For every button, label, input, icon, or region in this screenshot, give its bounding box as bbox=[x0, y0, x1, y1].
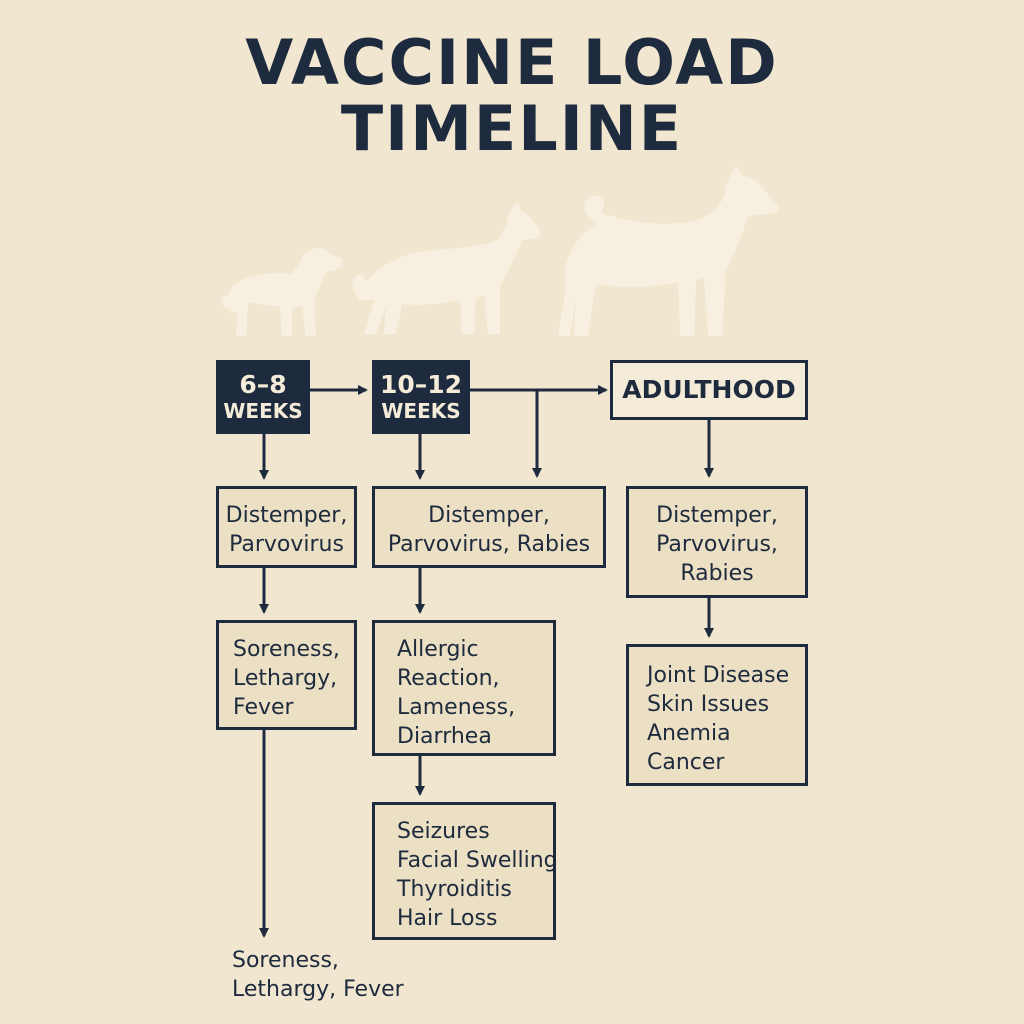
dog-silhouettes bbox=[221, 166, 779, 336]
effect-line: Skin Issues bbox=[647, 692, 770, 717]
effect-line: Anemia bbox=[647, 721, 731, 746]
page-title-line-2: TIMELINE bbox=[340, 92, 684, 165]
effects-box-stage2: Allergic Reaction, Lameness, Diarrhea bbox=[372, 620, 556, 756]
vaccine-line: Rabies bbox=[680, 561, 754, 586]
puppy-silhouette-icon bbox=[221, 247, 343, 336]
adult-dog-silhouette-icon bbox=[558, 166, 779, 336]
later-effect-line: Thyroiditis bbox=[397, 877, 512, 902]
stage-10-12-weeks: 10–12 WEEKS bbox=[372, 360, 470, 434]
effect-line: Allergic bbox=[397, 637, 479, 662]
vaccine-line: Distemper, bbox=[225, 503, 348, 528]
young-dog-silhouette-icon bbox=[352, 202, 541, 334]
stage-label-line2: WEEKS bbox=[381, 398, 461, 423]
later-effect-line: Hair Loss bbox=[397, 906, 498, 931]
effects-box-stage3: Joint Disease Skin Issues Anemia Cancer bbox=[626, 644, 808, 786]
stage-label-line2: WEEKS bbox=[223, 398, 303, 423]
later-effect-line: Seizures bbox=[397, 819, 490, 844]
later-effect-line: Lethargy, Fever bbox=[232, 977, 404, 1002]
effects-box-stage1: Soreness, Lethargy, Fever bbox=[216, 620, 357, 730]
effect-line: Joint Disease bbox=[647, 663, 790, 688]
later-effects-box-stage2: Seizures Facial Swelling Thyroiditis Hai… bbox=[372, 802, 558, 940]
later-effect-line: Soreness, bbox=[232, 948, 339, 973]
effect-line: Reaction, bbox=[397, 666, 500, 691]
effect-line: Diarrhea bbox=[397, 724, 492, 749]
effect-line: Lameness, bbox=[397, 695, 516, 720]
vaccine-line: Parvovirus bbox=[229, 532, 344, 557]
effect-line: Soreness, bbox=[233, 637, 340, 662]
stage-label-line1: ADULTHOOD bbox=[622, 374, 796, 404]
stage-label-line1: 10–12 bbox=[379, 370, 463, 400]
stage-6-8-weeks: 6–8 WEEKS bbox=[216, 360, 310, 434]
vaccine-line: Parvovirus, Rabies bbox=[387, 532, 591, 557]
later-effect-line: Facial Swelling bbox=[397, 848, 558, 873]
vaccines-box-stage2: Distemper, Parvovirus, Rabies bbox=[372, 486, 606, 568]
vaccine-line: Distemper, bbox=[656, 503, 778, 528]
vaccine-line: Parvovirus, bbox=[656, 532, 778, 557]
vaccine-line: Distemper, bbox=[428, 503, 550, 528]
effect-line: Cancer bbox=[647, 750, 725, 775]
later-effects-stage1: Soreness, Lethargy, Fever bbox=[232, 946, 404, 1004]
effect-line: Lethargy, bbox=[233, 666, 338, 691]
vaccines-box-stage3: Distemper, Parvovirus, Rabies bbox=[626, 486, 808, 598]
page-title-line-1: VACCINE LOAD bbox=[245, 26, 779, 99]
stage-adulthood: ADULTHOOD bbox=[610, 360, 808, 420]
effect-line: Fever bbox=[233, 695, 294, 720]
vaccines-box-stage1: Distemper, Parvovirus bbox=[216, 486, 357, 568]
stage-label-line1: 6–8 bbox=[239, 370, 287, 400]
